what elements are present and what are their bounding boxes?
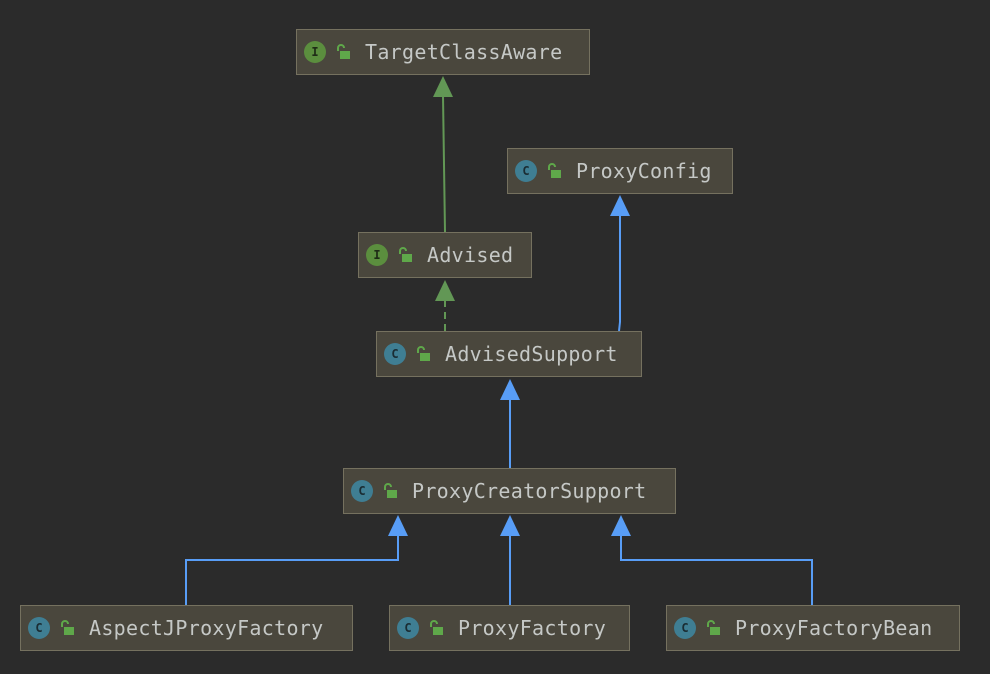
node-target-class-aware[interactable]: I TargetClassAware (296, 29, 590, 75)
unlocked-icon (430, 620, 443, 635)
node-label: ProxyFactoryBean (735, 616, 933, 640)
edge-aspectj-proxy-factory-to-proxy-creator-support (185, 515, 408, 605)
node-label: ProxyConfig (576, 159, 712, 183)
node-label: ProxyCreatorSupport (412, 479, 647, 503)
arrowhead-advised-support (500, 379, 520, 400)
unlocked-icon (707, 620, 720, 635)
interface-badge-icon: I (304, 41, 326, 63)
edge-proxy-factory-to-proxy-creator-support (500, 515, 520, 605)
node-label: TargetClassAware (365, 40, 563, 64)
class-badge-icon: C (397, 617, 419, 639)
class-badge-icon: C (384, 343, 406, 365)
arrowhead-advised (435, 280, 455, 301)
unlocked-icon (384, 483, 397, 498)
node-aspectj-proxy-factory[interactable]: C AspectJProxyFactory (20, 605, 353, 651)
unlocked-icon (337, 44, 350, 59)
class-badge-icon: C (515, 160, 537, 182)
arrowhead-proxy-creator-support-right (611, 515, 631, 536)
arrowhead-target-class-aware (433, 76, 453, 97)
interface-badge-icon: I (366, 244, 388, 266)
node-proxy-creator-support[interactable]: C ProxyCreatorSupport (343, 468, 676, 514)
edge-proxy-creator-support-to-advised-support (500, 379, 520, 468)
unlocked-icon (548, 163, 561, 178)
node-label: ProxyFactory (458, 616, 607, 640)
class-badge-icon: C (674, 617, 696, 639)
class-badge-icon: C (28, 617, 50, 639)
edge-advised-to-target-class-aware (433, 76, 453, 233)
unlocked-icon (61, 620, 74, 635)
node-label: AspectJProxyFactory (89, 616, 324, 640)
arrowhead-proxy-creator-support-left (388, 515, 408, 536)
arrowhead-proxy-creator-support-center (500, 515, 520, 536)
edge-advised-support-to-proxy-config (610, 195, 630, 332)
node-proxy-config[interactable]: C ProxyConfig (507, 148, 733, 194)
node-advised-support[interactable]: C AdvisedSupport (376, 331, 642, 377)
node-proxy-factory[interactable]: C ProxyFactory (389, 605, 630, 651)
node-label: AdvisedSupport (445, 342, 618, 366)
node-advised[interactable]: I Advised (358, 232, 532, 278)
unlocked-icon (399, 247, 412, 262)
edge-proxy-factory-bean-to-proxy-creator-support (611, 515, 813, 605)
node-label: Advised (427, 243, 514, 267)
unlocked-icon (417, 346, 430, 361)
edge-advised-support-to-advised (435, 280, 455, 331)
class-badge-icon: C (351, 480, 373, 502)
arrowhead-proxy-config (610, 195, 630, 216)
node-proxy-factory-bean[interactable]: C ProxyFactoryBean (666, 605, 960, 651)
